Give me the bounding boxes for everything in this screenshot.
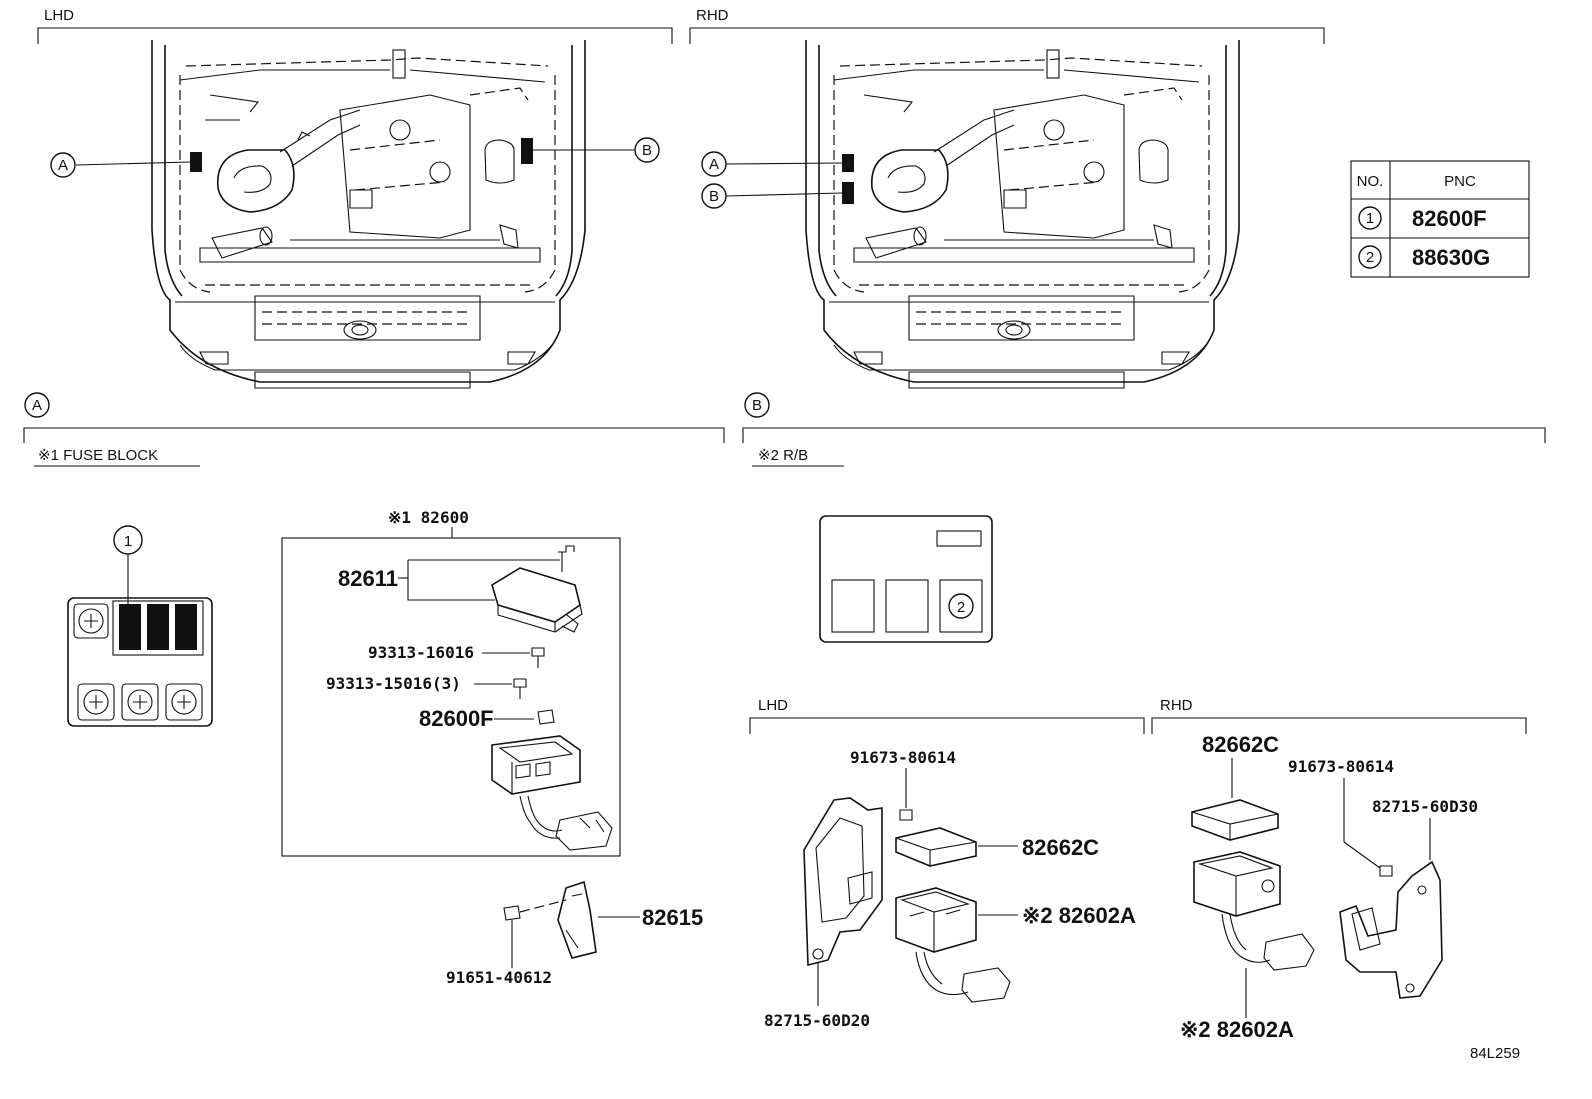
detail-b-lhd-label: LHD — [758, 697, 788, 714]
part-82600F: 82600F — [419, 706, 555, 731]
detail-a-note: ※1 FUSE BLOCK — [38, 447, 158, 464]
svg-text:A: A — [58, 157, 68, 174]
rhd-part-82662C-label: 82662C — [1202, 732, 1279, 757]
lhd-engine-bay-illustration — [75, 40, 634, 389]
lhd-callout-a: A — [50, 152, 76, 178]
part-82615: 82615 91651-40612 — [446, 880, 703, 987]
lhd-part-82662C-label: 82662C — [1022, 835, 1099, 860]
part-93313-16016: 93313-16016 — [368, 643, 545, 668]
part-93313-16016-label: 93313-16016 — [368, 643, 474, 662]
top-rhd-bracket: RHD — [689, 7, 1325, 44]
pnc-row-1-pnc: 82600F — [1412, 206, 1487, 231]
top-lhd-bracket: LHD — [37, 7, 673, 44]
part-91651-label: 91651-40612 — [446, 968, 552, 987]
relay-block-plan — [819, 515, 993, 643]
fuse-box-body — [491, 735, 613, 851]
pnc-row-2-no: 2 — [1366, 249, 1374, 266]
rhd-callout-b: B — [701, 183, 727, 209]
lhd-part-82602A-label: ※2 82602A — [1022, 903, 1136, 928]
lhd-callout-b: B — [634, 137, 660, 163]
svg-text:A: A — [32, 397, 42, 414]
callout-2: 2 — [948, 593, 974, 619]
svg-text:1: 1 — [124, 533, 132, 550]
rhd-part-82602A-label: ※2 82602A — [1180, 1017, 1294, 1042]
lhd-part-91673-label: 91673-80614 — [850, 748, 956, 767]
detail-b-rhd-label: RHD — [1160, 697, 1193, 714]
detail-b-rhd-bracket: RHD — [1151, 697, 1527, 734]
svg-text:A: A — [709, 156, 719, 173]
part-82615-label: 82615 — [642, 905, 703, 930]
detail-b-note: ※2 R/B — [758, 447, 808, 464]
fuse-block-plan — [67, 553, 213, 727]
svg-text:2: 2 — [957, 599, 965, 616]
top-rhd-label: RHD — [696, 7, 729, 24]
callout-1: 1 — [113, 525, 143, 555]
detail-b-rhd-parts: 82662C ※2 82602A 91673-80614 82715-60D30 — [1180, 732, 1478, 1042]
part-82600F-label: 82600F — [419, 706, 494, 731]
rhd-part-91673-label: 91673-80614 — [1288, 757, 1394, 776]
figure-code: 84L259 — [1470, 1045, 1520, 1062]
detail-b-header: B ※2 R/B — [742, 392, 1546, 467]
pnc-header-pnc: PNC — [1444, 173, 1476, 190]
part-82611-label: 82611 — [338, 566, 398, 591]
fuse-block-assembly-frame: ※1 82600 — [281, 508, 621, 857]
pnc-header-no: NO. — [1357, 173, 1384, 190]
lhd-location-a-mark — [190, 152, 202, 172]
svg-text:B: B — [709, 188, 719, 205]
rhd-callout-a: A — [701, 151, 727, 177]
lhd-location-b-mark — [521, 138, 533, 164]
pnc-row-1-no: 1 — [1366, 210, 1374, 227]
rhd-location-b-mark — [842, 182, 854, 204]
lhd-part-82715-label: 82715-60D20 — [764, 1011, 870, 1030]
part-82600-label: ※1 82600 — [388, 508, 469, 527]
top-lhd-label: LHD — [44, 7, 74, 24]
pnc-row-2-pnc: 88630G — [1412, 245, 1490, 270]
detail-a-header: A ※1 FUSE BLOCK — [23, 392, 725, 467]
part-93313-15016: 93313-15016(3) — [326, 674, 527, 699]
part-82611: 82611 — [338, 545, 583, 633]
rhd-part-82715-label: 82715-60D30 — [1372, 797, 1478, 816]
rhd-location-a-mark — [842, 154, 854, 172]
svg-text:B: B — [752, 397, 762, 414]
rhd-engine-bay-illustration — [725, 40, 1240, 389]
detail-b-lhd-parts: 91673-80614 82715-60D20 82662C ※2 82602A — [764, 748, 1136, 1030]
pnc-table: NO. PNC 1 82600F 2 88630G — [1350, 160, 1530, 278]
detail-b-lhd-bracket: LHD — [749, 697, 1145, 734]
part-93313-15016-label: 93313-15016(3) — [326, 674, 461, 693]
svg-text:B: B — [642, 142, 652, 159]
